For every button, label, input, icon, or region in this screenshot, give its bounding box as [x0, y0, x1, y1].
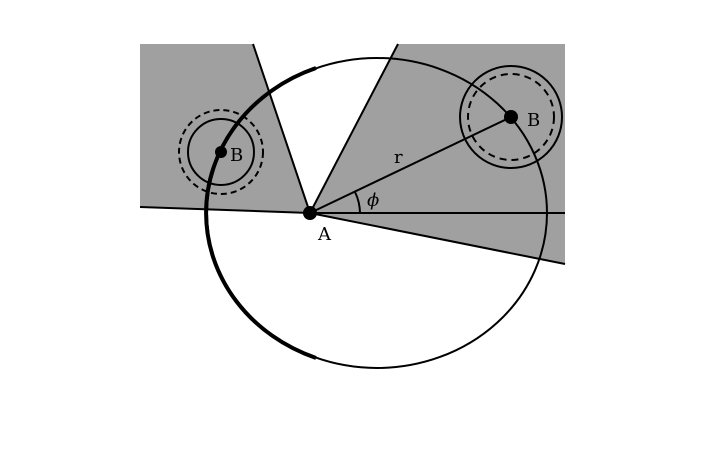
label-phi: ϕ — [367, 190, 379, 211]
b-right-inner-dashed-circle — [467, 73, 555, 161]
label-b-left: B — [230, 145, 243, 166]
wedge-edge-left-upper — [252, 43, 311, 214]
label-b-right: B — [527, 110, 540, 131]
shaded-regions — [140, 44, 565, 264]
b-left-inner-circle — [187, 118, 255, 186]
b-left-point — [215, 146, 227, 158]
b-left-outer-dashed-circle — [178, 109, 264, 195]
highlighted-arc — [204, 66, 317, 360]
b-right-point — [504, 110, 518, 124]
a-point — [303, 206, 317, 220]
wedge-edge-left-lower — [139, 206, 311, 214]
label-a: A — [317, 224, 332, 245]
b-right-outer-circle — [459, 65, 563, 169]
label-r: r — [394, 147, 403, 168]
radius-line — [309, 116, 512, 214]
angle-arc — [354, 191, 361, 214]
wedge-edge-right-lower — [309, 212, 566, 265]
shaded-wedge-right — [310, 44, 565, 264]
shaded-wedge-left — [140, 44, 310, 213]
wedge-edge-right-upper — [309, 43, 399, 214]
